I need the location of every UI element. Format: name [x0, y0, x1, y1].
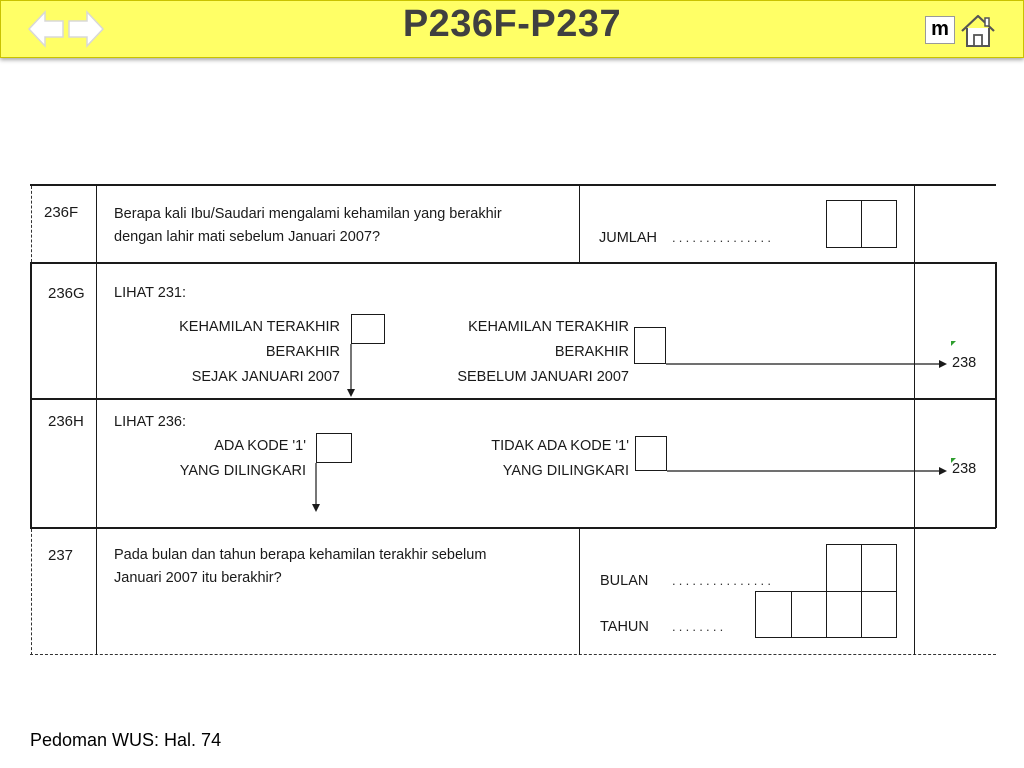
- back-button[interactable]: [27, 9, 65, 49]
- question-number: 236F: [44, 204, 79, 221]
- forward-button[interactable]: [67, 9, 105, 49]
- answer-box-tahun-2[interactable]: [791, 591, 827, 638]
- skip-marker: [951, 458, 956, 463]
- skip-marker: [951, 341, 956, 346]
- row-border-dashed: [30, 654, 996, 655]
- question-text: Pada bulan dan tahun berapa kehamilan te…: [114, 547, 487, 563]
- row-border: [30, 262, 996, 264]
- answer-box-jumlah-2[interactable]: [861, 200, 897, 248]
- question-instruction: LIHAT 236:: [114, 414, 187, 430]
- answer-label-jumlah: JUMLAH: [599, 230, 658, 246]
- leader-dots: ........: [672, 619, 727, 634]
- col-border: [579, 184, 580, 262]
- col-border-dashed: [31, 186, 32, 262]
- col-border-dashed: [31, 529, 32, 655]
- question-number: 236G: [48, 285, 85, 302]
- home-button[interactable]: [959, 13, 997, 49]
- question-number: 236H: [48, 413, 84, 430]
- menu-button[interactable]: m: [925, 16, 955, 44]
- answer-label-tahun: TAHUN: [600, 619, 649, 635]
- option-left-text: SEJAK JANUARI 2007: [191, 369, 340, 385]
- skip-arrow-head: [939, 467, 947, 475]
- option-right-text: YANG DILINGKARI: [502, 463, 629, 479]
- col-border: [914, 184, 915, 655]
- nav-arrows: [27, 9, 107, 49]
- skip-to-code: 238: [952, 461, 977, 477]
- option-right-text: KEHAMILAN TERAKHIR: [468, 319, 629, 335]
- question-text: Januari 2007 itu berakhir?: [114, 570, 282, 586]
- question-number: 237: [48, 547, 74, 564]
- option-right-checkbox[interactable]: [635, 436, 667, 471]
- row-border: [30, 184, 996, 186]
- answer-label-bulan: BULAN: [600, 573, 649, 589]
- skip-arrow-head: [939, 360, 947, 368]
- col-border: [579, 527, 580, 655]
- answer-box-tahun-4[interactable]: [861, 591, 897, 638]
- option-left-text: ADA KODE '1': [214, 438, 306, 454]
- option-left-checkbox[interactable]: [351, 314, 385, 344]
- question-instruction: LIHAT 231:: [114, 285, 187, 301]
- leader-dots: ...............: [672, 230, 775, 245]
- footer-reference: Pedoman WUS: Hal. 74: [30, 730, 222, 750]
- option-left-checkbox[interactable]: [316, 433, 352, 463]
- back-arrow-icon: [27, 10, 64, 48]
- home-icon: [961, 14, 995, 47]
- option-right-text: BERAKHIR: [554, 344, 629, 360]
- skip-to-code: 238: [952, 355, 977, 371]
- option-right-checkbox[interactable]: [634, 327, 666, 364]
- down-arrow-head: [312, 504, 320, 512]
- option-left-text: BERAKHIR: [265, 344, 340, 360]
- answer-box-jumlah-1[interactable]: [826, 200, 862, 248]
- page-title: P236F-P237: [402, 3, 622, 45]
- col-border: [96, 184, 97, 655]
- option-left-text: YANG DILINGKARI: [179, 463, 306, 479]
- option-right-text: SEBELUM JANUARI 2007: [457, 369, 629, 385]
- down-arrow-head: [347, 389, 355, 397]
- question-text: dengan lahir mati sebelum Januari 2007?: [114, 229, 381, 245]
- answer-box-bulan-2[interactable]: [861, 544, 897, 592]
- header-bar: P236F-P237 m: [0, 0, 1024, 58]
- option-right-text: TIDAK ADA KODE '1': [491, 438, 629, 454]
- row-border: [30, 398, 996, 400]
- option-left-text: KEHAMILAN TERAKHIR: [179, 319, 340, 335]
- col-border: [30, 262, 32, 528]
- col-border: [995, 262, 997, 528]
- forward-arrow-icon: [68, 10, 105, 48]
- question-text: Berapa kali Ibu/Saudari mengalami kehami…: [114, 206, 502, 222]
- row-border: [30, 527, 996, 529]
- answer-box-tahun-3[interactable]: [826, 591, 862, 638]
- leader-dots: ...............: [672, 573, 775, 588]
